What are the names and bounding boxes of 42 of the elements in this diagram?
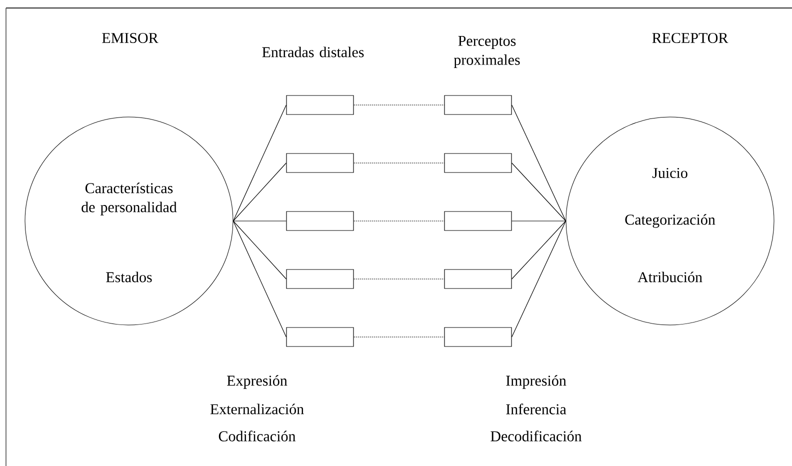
connector-line xyxy=(232,104,286,222)
circle-text: Categorización xyxy=(625,214,716,228)
connector-line xyxy=(354,336,444,338)
connector-line xyxy=(512,162,566,222)
connector-line xyxy=(354,220,444,222)
connector-line xyxy=(232,220,286,338)
label: Decodificación xyxy=(490,430,582,442)
connector-line xyxy=(512,220,566,222)
empty-box xyxy=(444,269,512,289)
label: Expresión xyxy=(227,375,288,389)
connector-line xyxy=(232,220,286,222)
empty-box xyxy=(286,95,354,115)
label: EMISOR xyxy=(102,32,158,44)
connector-line xyxy=(512,220,566,338)
label: Entradas distales xyxy=(262,46,364,58)
label: RECEPTOR xyxy=(652,32,728,44)
circle-text: Juicio xyxy=(652,168,688,178)
label: Impresión xyxy=(506,375,566,389)
circle-text: Características de personalidad xyxy=(82,182,177,216)
label: Codificación xyxy=(218,430,296,442)
circle-text: Atribución xyxy=(638,272,702,282)
empty-box xyxy=(286,211,354,231)
connector-line xyxy=(232,220,286,280)
circle xyxy=(566,116,774,326)
connector-line xyxy=(512,220,566,280)
connector-line xyxy=(354,162,444,164)
circle-text: Estados xyxy=(106,272,152,282)
empty-box xyxy=(444,327,512,347)
empty-box xyxy=(444,95,512,115)
empty-box xyxy=(286,269,354,289)
connector-line xyxy=(232,162,286,222)
connector-line xyxy=(512,104,566,222)
empty-box xyxy=(444,153,512,173)
label: Perceptos proximales xyxy=(454,36,520,68)
connector-line xyxy=(354,104,444,106)
empty-box xyxy=(286,153,354,173)
empty-box xyxy=(444,211,512,231)
empty-box xyxy=(286,327,354,347)
connector-line xyxy=(354,278,444,280)
label: Externalización xyxy=(210,404,304,414)
circle xyxy=(24,116,234,326)
label: Inferencia xyxy=(506,404,566,414)
